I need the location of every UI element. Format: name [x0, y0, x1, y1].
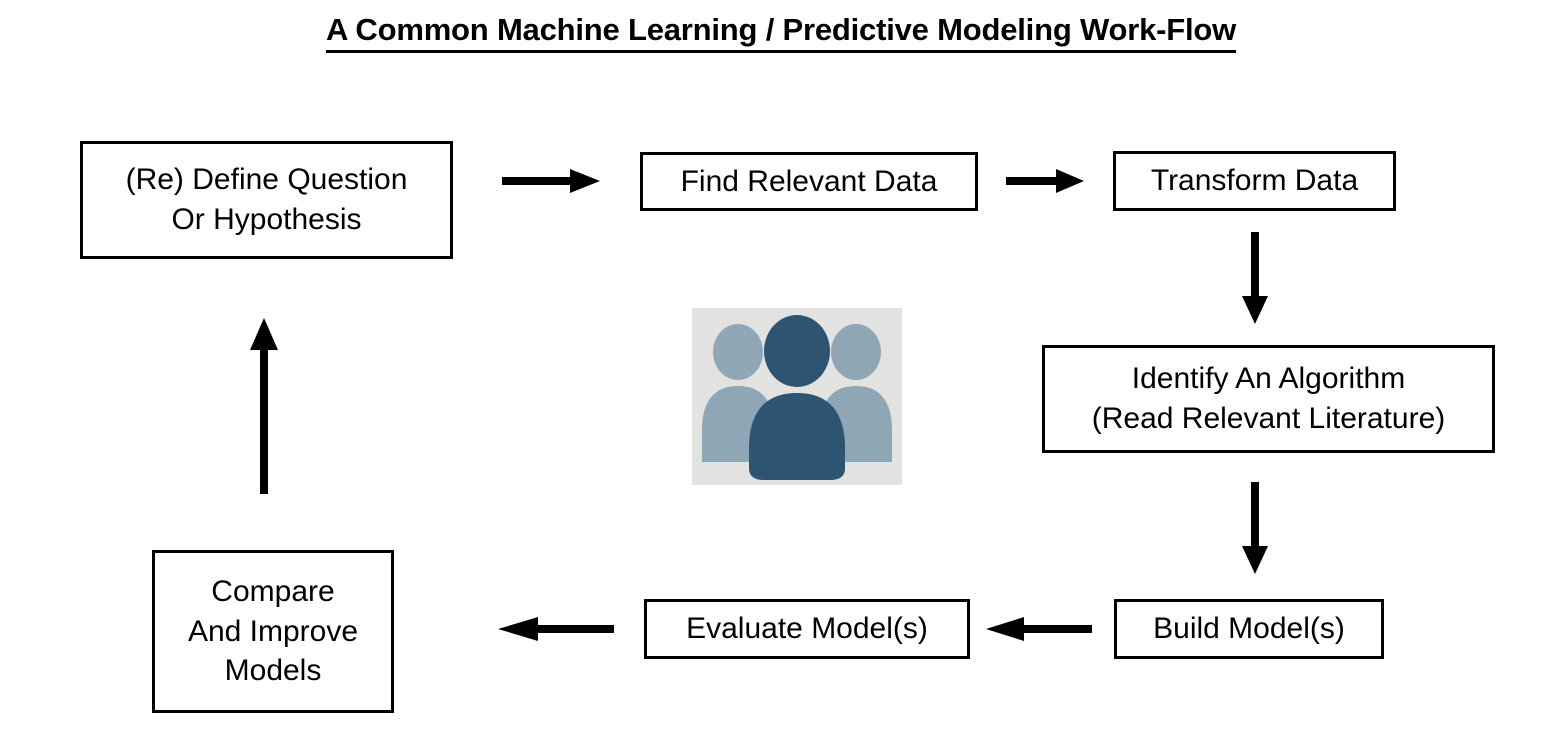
people-icon-figure-center — [749, 315, 845, 480]
node-identify-algorithm[interactable]: Identify An Algorithm (Read Relevant Lit… — [1042, 345, 1495, 453]
arrow-left-build-to-evaluate — [986, 616, 1092, 642]
node-compare-improve-models-line-1: Compare — [211, 575, 335, 609]
node-find-relevant-data[interactable]: Find Relevant Data — [640, 152, 978, 211]
node-find-relevant-data-line-1: Find Relevant Data — [680, 164, 938, 198]
node-compare-improve-models[interactable]: Compare And Improve Models — [152, 550, 394, 713]
node-build-models-line-1: Build Model(s) — [1153, 612, 1345, 646]
node-evaluate-models-line-1: Evaluate Model(s) — [686, 612, 928, 646]
page-title: A Common Machine Learning / Predictive M… — [0, 12, 1562, 53]
arrow-down-transform-to-identify — [1240, 232, 1270, 324]
arrow-left-evaluate-to-compare — [498, 616, 614, 642]
node-define-question-line-1: (Re) Define Question — [125, 163, 408, 197]
arrow-down-identify-to-build — [1240, 482, 1270, 574]
node-evaluate-models[interactable]: Evaluate Model(s) — [644, 599, 970, 659]
node-build-models[interactable]: Build Model(s) — [1114, 599, 1384, 659]
arrow-right-find-to-transform — [1006, 168, 1084, 194]
node-transform-data-line-1: Transform Data — [1150, 164, 1359, 198]
page-title-text: A Common Machine Learning / Predictive M… — [325, 12, 1236, 53]
node-identify-algorithm-line-1: Identify An Algorithm — [1131, 362, 1406, 396]
people-group-icon — [692, 308, 902, 485]
node-identify-algorithm-line-2: (Read Relevant Literature) — [1091, 402, 1446, 435]
node-define-question[interactable]: (Re) Define Question Or Hypothesis — [80, 141, 453, 259]
arrow-right-define-to-find — [502, 168, 600, 194]
node-define-question-line-2: Or Hypothesis — [171, 203, 362, 236]
node-transform-data[interactable]: Transform Data — [1113, 151, 1396, 211]
node-compare-improve-models-line-3: Models — [224, 654, 322, 688]
node-compare-improve-models-line-2: And Improve — [187, 614, 359, 648]
arrow-up-compare-to-define — [248, 318, 280, 494]
